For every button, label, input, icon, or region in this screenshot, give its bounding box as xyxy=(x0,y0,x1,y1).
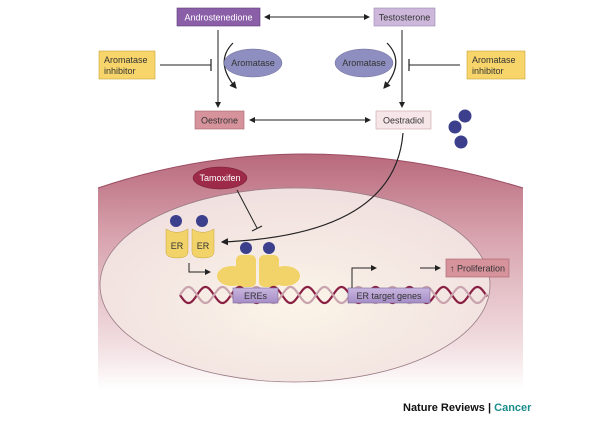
aromatase-left-label: Aromatase xyxy=(231,58,275,68)
oestrone-label: Oestrone xyxy=(201,116,238,126)
androstenedione-label: Androstenedione xyxy=(184,13,252,23)
tamoxifen: Tamoxifen xyxy=(192,166,248,190)
journal-section: Cancer xyxy=(494,402,532,414)
oestrone-box: Oestrone xyxy=(194,110,245,130)
dna-strand xyxy=(179,285,488,305)
tamoxifen-label: Tamoxifen xyxy=(199,173,240,183)
er-target-genes-box: ER target genes xyxy=(347,287,431,304)
androstenedione-box: Androstenedione xyxy=(176,7,261,27)
aromatase-left: Aromatase xyxy=(223,48,283,78)
er-monomer-1: ER xyxy=(165,215,189,259)
aromatase-right-label: Aromatase xyxy=(342,58,386,68)
proliferation-label: ↑ Proliferation xyxy=(450,264,505,274)
journal-name: Nature Reviews xyxy=(403,402,485,414)
journal-credit: Nature Reviews | Cancer xyxy=(403,402,531,414)
inhibitor-left-line1: Aromatase xyxy=(104,55,148,65)
tamoxifen-inhibition-line xyxy=(236,189,258,229)
testosterone-label: Testosterone xyxy=(379,13,431,23)
aromatase-curve-right xyxy=(383,42,397,89)
target-genes-label: ER target genes xyxy=(356,291,422,301)
dna-helix xyxy=(179,285,488,305)
dimerisation-arrow xyxy=(188,263,211,275)
er-dimer xyxy=(217,242,300,287)
inhibitor-right-line1: Aromatase xyxy=(472,55,516,65)
aromatase-inhibitor-left: Aromatase inhibitor xyxy=(98,50,156,80)
tamoxifen-inhibition-bar xyxy=(251,225,263,232)
inhibitor-right-line2: inhibitor xyxy=(472,66,504,76)
transcription-arrow xyxy=(351,265,377,288)
inhibitor-left-line2: inhibitor xyxy=(104,66,136,76)
oestradiol-entry-arrow xyxy=(220,132,404,246)
aromatase-right: Aromatase xyxy=(334,48,394,78)
er1-label: ER xyxy=(171,241,184,251)
er2-label: ER xyxy=(197,241,210,251)
eres-box: EREs xyxy=(232,287,279,304)
testosterone-box: Testosterone xyxy=(373,7,436,27)
aromatase-inhibitor-right: Aromatase inhibitor xyxy=(466,50,526,80)
nucleus xyxy=(99,187,491,383)
oestradiol-label: Oestradiol xyxy=(383,116,424,126)
eres-label: EREs xyxy=(244,291,268,301)
oestradiol-box: Oestradiol xyxy=(375,110,432,130)
er-monomer-2: ER xyxy=(191,215,215,259)
oestradiol-molecules xyxy=(448,109,472,149)
proliferation-box: ↑ Proliferation xyxy=(445,258,510,278)
credit-separator: | xyxy=(484,402,495,414)
